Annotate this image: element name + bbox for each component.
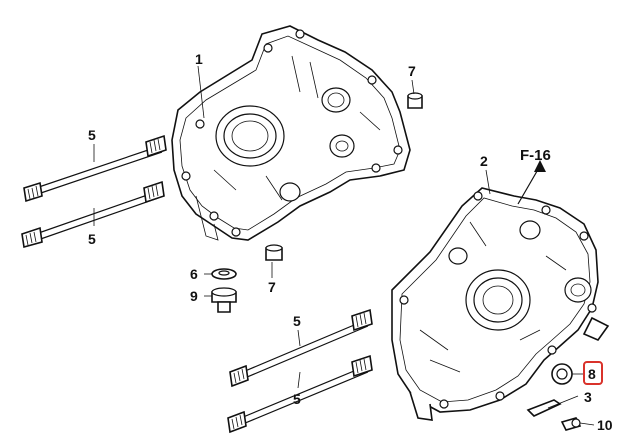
washer-and-drain-bolt	[211, 268, 237, 313]
label-part-5-upper-right: 5	[293, 313, 301, 329]
label-reference-f16: F-16	[520, 147, 551, 164]
label-part-5-lower-right: 5	[293, 391, 301, 407]
label-part-7-top: 7	[408, 63, 416, 79]
label-part-5-lower-left: 5	[88, 231, 96, 247]
label-part-10: 10	[597, 417, 613, 433]
label-part-6: 6	[190, 266, 198, 282]
part-labels: 1 7 5 5 2 F-16 6 7 9 5 5 8 3 10	[88, 51, 613, 433]
left-crankcase	[171, 25, 411, 241]
label-part-3: 3	[584, 389, 592, 405]
label-part-7-bottom: 7	[268, 279, 276, 295]
label-part-8: 8	[588, 366, 596, 382]
oil-seal-guide-bolt	[526, 363, 582, 431]
dowel-pins	[265, 92, 423, 261]
label-part-9: 9	[190, 288, 198, 304]
right-crankcase	[391, 187, 610, 421]
label-part-5-upper-left: 5	[88, 127, 96, 143]
highlight-box-part-8	[583, 361, 603, 385]
stud-bolts	[21, 134, 373, 434]
leader-lines	[93, 65, 595, 426]
label-part-2: 2	[480, 153, 488, 169]
label-part-1: 1	[195, 51, 203, 67]
